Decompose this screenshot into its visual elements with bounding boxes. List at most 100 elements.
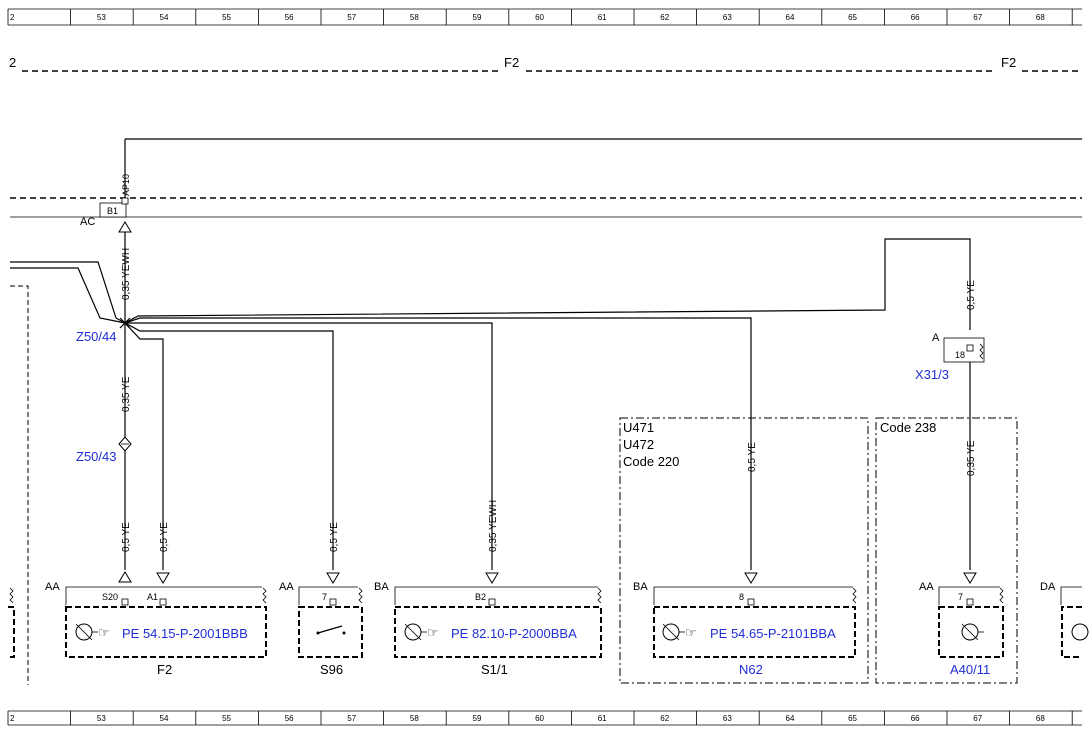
- group-u471-line-2: U472: [623, 437, 654, 452]
- bottom-ruler-number: 54: [160, 714, 169, 723]
- top-ruler-number: 66: [911, 13, 920, 22]
- component-s1-1: BA B2: [374, 581, 602, 658]
- component-n62: BA 8: [633, 581, 857, 658]
- svg-text:AA: AA: [45, 581, 60, 593]
- wire-to-x31: [124, 238, 971, 330]
- wire-arrow-icon: [326, 572, 340, 584]
- bottom-ruler-number: 68: [1036, 714, 1045, 723]
- wire-label-f2-left: 0,5 YE: [121, 522, 132, 552]
- bottom-ruler-number: 57: [347, 714, 356, 723]
- group-u471-line-3: Code 220: [623, 454, 679, 469]
- wire-arrow-icon: [118, 571, 132, 583]
- left-dashed-boundary: [10, 285, 29, 685]
- top-ruler-number: 65: [848, 13, 857, 22]
- wire-left-in-1: [10, 261, 126, 324]
- wire-to-f2-a1: [124, 322, 164, 570]
- svg-text:DA: DA: [1040, 581, 1056, 593]
- bottom-ruler-number: 53: [97, 714, 106, 723]
- wire-label-f2-right: 0,5 YE: [159, 522, 170, 552]
- component-a40-11-name[interactable]: A40/11: [950, 662, 990, 677]
- svg-text:S20: S20: [102, 592, 118, 602]
- top-ruler-number: 68: [1036, 13, 1045, 22]
- group-code238-label: Code 238: [880, 420, 936, 435]
- wire-arrow-icon: [963, 572, 977, 584]
- node-z50-43[interactable]: Z50/43: [76, 449, 116, 464]
- component-s96: AA 7: [279, 581, 363, 658]
- top-ruler-number: 58: [410, 13, 419, 22]
- top-ruler-number: 61: [598, 13, 607, 22]
- bottom-ruler-number: 61: [598, 714, 607, 723]
- wire-arrow-icon: [485, 572, 499, 584]
- component-s96-name: S96: [320, 662, 343, 677]
- wire-label-s11: 0,35 YEWH: [488, 500, 499, 552]
- hand-pointer-icon: ☞: [98, 625, 110, 640]
- bottom-ruler-number: 56: [285, 714, 294, 723]
- wire-arrow-icon: [156, 572, 170, 584]
- connector-b1: B1 AP10: [99, 139, 131, 218]
- top-ruler-number: 56: [285, 13, 294, 22]
- top-ruler-number: 59: [473, 13, 482, 22]
- connector-ac-label: AC: [80, 216, 95, 228]
- zone-label-middle: F2: [504, 55, 519, 70]
- component-s1-1-ref-link[interactable]: PE 82.10-P-2000BBA: [451, 626, 577, 641]
- svg-text:7: 7: [958, 592, 963, 602]
- top-ruler-number: 57: [347, 13, 356, 22]
- zone-label-left: 2: [9, 55, 16, 70]
- wire-to-n62: [124, 317, 752, 570]
- zone-label-right: F2: [1001, 55, 1016, 70]
- top-ruler-number: 63: [723, 13, 732, 22]
- svg-text:B1: B1: [107, 206, 118, 216]
- top-ruler-number: 67: [973, 13, 982, 22]
- ground-circle-icon: [75, 623, 98, 641]
- svg-text:7: 7: [322, 592, 327, 602]
- bottom-ruler-number: 62: [660, 714, 669, 723]
- hand-pointer-icon: ☞: [685, 625, 697, 640]
- bottom-ruler-number: 67: [973, 714, 982, 723]
- wire-label-s96: 0,5 YE: [329, 522, 340, 552]
- group-u471-box: [619, 417, 869, 684]
- component-f2: AA S20 A1: [45, 581, 267, 658]
- ground-circle-icon: [662, 623, 685, 641]
- svg-text:AA: AA: [919, 581, 934, 593]
- bottom-ruler-number: 60: [535, 714, 544, 723]
- top-ruler: 25354555657585960616263646566676869: [7, 8, 1082, 26]
- switch-icon: [316, 625, 346, 635]
- bottom-ruler-number: 59: [473, 714, 482, 723]
- bottom-ruler-number: 58: [410, 714, 419, 723]
- top-ruler-number: 55: [222, 13, 231, 22]
- component-n62-name[interactable]: N62: [739, 662, 763, 677]
- component-s1-1-name: S1/1: [481, 662, 508, 677]
- top-ruler-number: 2: [10, 13, 15, 22]
- top-ruler-number: 54: [160, 13, 169, 22]
- svg-text:AA: AA: [279, 581, 294, 593]
- wire-arrow-icon: [744, 572, 758, 584]
- bottom-ruler-number: 65: [848, 714, 857, 723]
- svg-text:BA: BA: [374, 581, 389, 593]
- wire-label-x31-up: 0,5 YE: [966, 280, 977, 310]
- component-a40-11: AA 7: [919, 581, 1004, 658]
- wire-label-main-up: 0,35 YEWH: [121, 248, 132, 300]
- ground-circle-icon: [961, 623, 984, 641]
- group-u471-line-1: U471: [623, 420, 654, 435]
- node-x31-3[interactable]: X31/3: [915, 367, 949, 382]
- component-f2-ref-link[interactable]: PE 54.15-P-2001BBB: [122, 626, 248, 641]
- component-n62-ref-link[interactable]: PE 54.65-P-2101BBA: [710, 626, 836, 641]
- svg-text:A1: A1: [147, 592, 158, 602]
- connector-a-label: A: [932, 332, 940, 344]
- wire-label-a40: 0,35 YE: [966, 440, 977, 476]
- wire-arrow-icon: [118, 221, 132, 233]
- component-partial-left: [8, 587, 15, 658]
- svg-text:B2: B2: [475, 592, 486, 602]
- node-z50-44[interactable]: Z50/44: [76, 329, 116, 344]
- component-f2-name: F2: [157, 662, 172, 677]
- bottom-ruler: 25354555657585960616263646566676869: [7, 710, 1082, 726]
- svg-text:BA: BA: [633, 581, 648, 593]
- bottom-ruler-number: 55: [222, 714, 231, 723]
- wire-left-in-2: [10, 267, 126, 324]
- svg-text:8: 8: [739, 592, 744, 602]
- wire-to-s11: [125, 322, 493, 570]
- top-ruler-number: 53: [97, 13, 106, 22]
- top-ruler-number: 60: [535, 13, 544, 22]
- wire-label-n62: 0,5 YE: [747, 442, 758, 472]
